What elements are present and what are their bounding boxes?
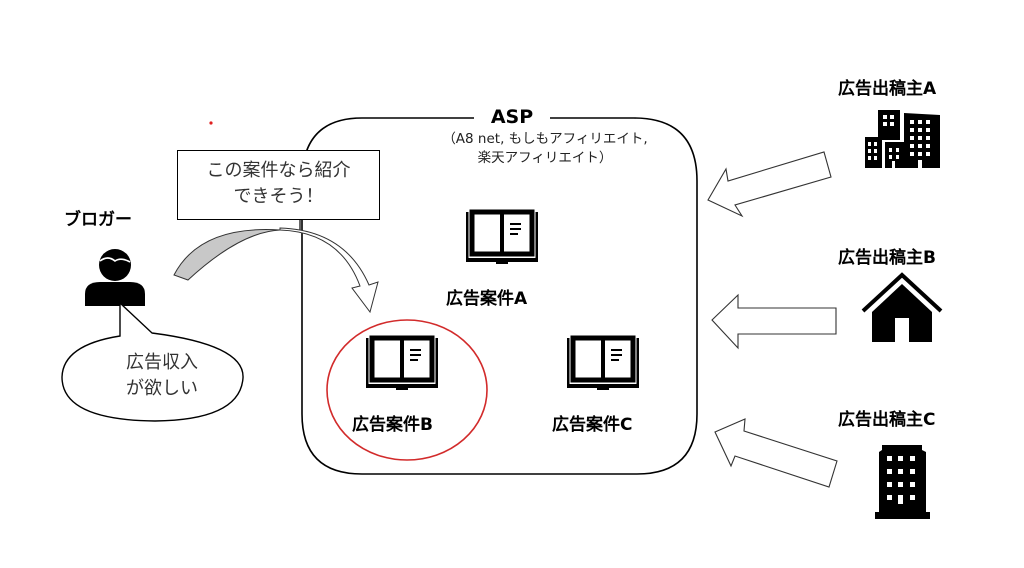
wish-line2: が欲しい [126,378,198,399]
thought-line2: できそう！ [233,186,324,207]
arrow-from-advertiser-c [714,418,838,488]
asp-subtitle-line1: （A8 net, もしもアフィリエイト, [442,131,648,147]
open-book-icon [366,335,438,390]
highlight-circle [326,319,488,461]
office-building-icon [875,445,930,519]
person-icon [85,249,145,306]
case-label-c: 広告案件C [552,415,633,435]
wish-speech-bubble [61,301,244,422]
asp-subtitle: （A8 net, もしもアフィリエイト, 楽天アフィリエイト） [405,130,685,168]
advertiser-label-b: 広告出稿主B [838,248,936,268]
house-icon [861,272,943,342]
asp-subtitle-line2: 楽天アフィリエイト） [477,150,613,166]
wish-line1: 広告収入 [126,352,198,373]
arrow-from-advertiser-b [711,293,837,350]
red-dot [209,121,213,125]
advertiser-label-c: 広告出稿主C [838,410,936,430]
thought-box: この案件なら紹介 できそう！ [177,150,380,220]
arrow-from-advertiser-a [707,151,832,218]
asp-title: ASP [474,106,550,128]
open-book-icon [466,209,538,264]
curved-arrow-tail [173,229,281,281]
case-label-a: 広告案件A [446,289,528,309]
advertiser-label-a: 広告出稿主A [838,79,937,99]
curved-arrow-head [279,227,379,314]
thought-line1: この案件なら紹介 [206,160,351,181]
case-label-b: 広告案件B [352,415,433,435]
open-book-icon [567,335,639,390]
city-windows [868,115,930,168]
blogger-label: ブロガー [64,210,132,230]
wish-text: 広告収入 が欲しい [92,350,232,402]
